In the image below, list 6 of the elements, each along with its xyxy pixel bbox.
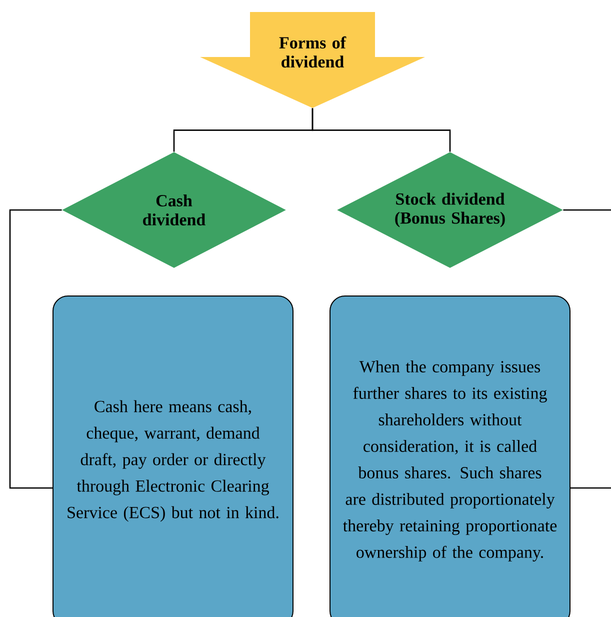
connector-line <box>9 209 62 489</box>
arrow-banner: Forms of dividend <box>200 12 425 108</box>
description-box: When the company issues further shares to its existing shareholders without consideration, it is called bonus shares. Such shares are distributed proportionately thereby retaining proportionate ownership of the company. <box>330 296 570 617</box>
description-box: Cash here means cash, cheque, warrant, demand draft, pay order or directly through Electronic Clearing Service (ECS) but not in kind. <box>52 296 294 617</box>
connector-line <box>312 108 451 152</box>
connector-line <box>563 209 611 489</box>
